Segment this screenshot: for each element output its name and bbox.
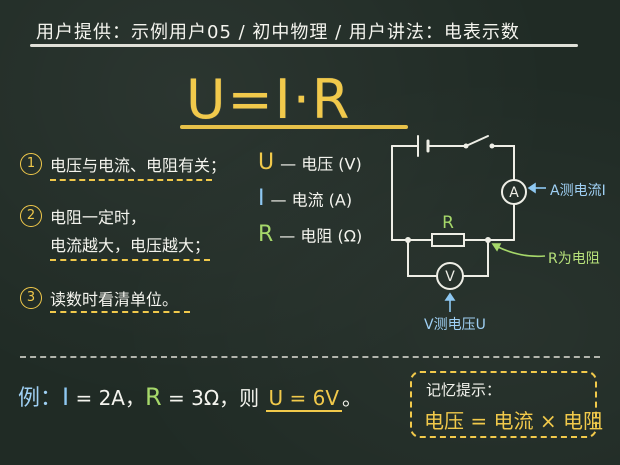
resistor-arrow-line	[495, 245, 546, 258]
voltmeter-arrow-head	[444, 292, 456, 301]
point-2-underline	[50, 259, 210, 261]
example-i-value: = 2A，	[69, 386, 145, 410]
switch-contact-right	[489, 143, 495, 149]
ammeter-arrow-head	[527, 182, 536, 194]
section-divider	[20, 356, 600, 358]
main-formula: U=I·R	[186, 68, 352, 131]
point-1-text: 电压与电流、电阻有关；	[50, 156, 227, 175]
point-2: 2 电阻一定时，	[20, 204, 146, 228]
point-3-underline	[50, 311, 190, 313]
resistor-label: R	[442, 213, 454, 233]
point-3-number: 3	[20, 287, 42, 309]
switch-blade	[465, 135, 489, 147]
example-result: U = 6V	[265, 386, 343, 412]
ammeter-note: A测电流I	[550, 183, 606, 199]
point-3-text: 读数时看清单位。	[50, 290, 179, 309]
voltmeter-note: V测电压U	[424, 317, 486, 333]
example-line: 例：I = 2A，R = 3Ω，则 U = 6V。	[18, 380, 362, 412]
legend-resistance: R— 电阻 (Ω)	[258, 222, 362, 247]
voltmeter-circle	[436, 262, 464, 290]
legend-voltage-desc: — 电压 (V)	[280, 154, 362, 174]
resistor-arrow-head	[491, 243, 502, 252]
header-title: 用户提供：示例用户05 / 初中物理 / 用户讲法：电表示数	[36, 22, 520, 43]
memory-tip-title: 记忆提示：	[426, 381, 502, 399]
junction-right	[485, 237, 491, 243]
circuit-wire-top-right	[491, 145, 515, 181]
point-1-underline	[50, 179, 212, 181]
example-i-symbol: I	[62, 383, 70, 411]
resistor-symbol	[431, 233, 465, 247]
point-2-number: 2	[20, 205, 42, 227]
voltmeter-wire-left	[407, 239, 437, 277]
ammeter-circle	[501, 179, 527, 205]
header-underline	[30, 44, 578, 47]
example-r-symbol: R	[144, 383, 162, 411]
legend-resistance-desc: — 电阻 (Ω)	[279, 226, 363, 246]
memory-tip-box: 记忆提示： 电压 = 电流 × 电阻	[410, 371, 603, 438]
example-r-value: = 3Ω，则	[161, 386, 266, 410]
legend-current-symbol: I	[258, 186, 265, 211]
legend-resistance-symbol: R	[258, 222, 274, 247]
point-2-line-1: 电阻一定时，	[50, 208, 147, 227]
resistor-note: R为电阻	[548, 251, 600, 267]
legend-current-desc: — 电流 (A)	[270, 190, 353, 210]
legend-current: I— 电流 (A)	[258, 186, 352, 211]
ammeter-symbol: A	[509, 185, 519, 201]
example-label: 例：	[18, 386, 63, 411]
point-1: 1 电压与电流、电阻有关；	[20, 152, 226, 176]
junction-left	[405, 237, 411, 243]
point-3: 3 读数时看清单位。	[20, 286, 178, 310]
legend-voltage: U— 电压 (V)	[258, 150, 362, 175]
formula-underline	[180, 125, 408, 129]
memory-tip-body: 电压 = 电流 × 电阻	[424, 409, 603, 433]
switch-contact-left	[463, 143, 469, 149]
legend-voltage-symbol: U	[258, 150, 275, 175]
point-1-number: 1	[20, 153, 42, 175]
voltmeter-symbol: V	[445, 269, 455, 285]
point-2-line-2: 电流越大，电压越大；	[50, 236, 211, 255]
voltmeter-wire-right	[463, 239, 489, 277]
example-end: 。	[342, 386, 363, 410]
